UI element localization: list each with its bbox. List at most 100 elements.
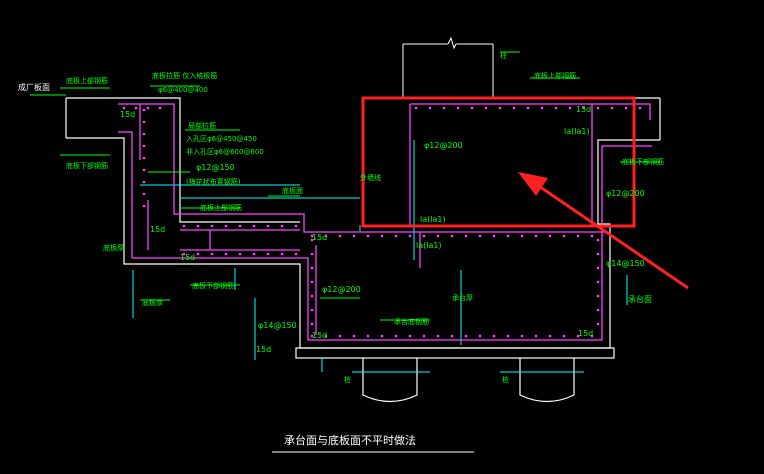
rebar-dot — [596, 308, 600, 312]
rebar-dot — [596, 322, 600, 326]
rebar-dot — [498, 106, 502, 110]
rebar-dot — [534, 234, 538, 238]
label-pile-right: 桩 — [502, 375, 509, 384]
rebar-dot — [492, 234, 496, 238]
rebar-dot — [122, 106, 126, 110]
rebar-dot — [338, 234, 342, 238]
rebar-dot — [638, 106, 642, 110]
rebar-dot — [408, 334, 412, 338]
rebar-dot — [470, 106, 474, 110]
label-pile-left: 桩 — [344, 375, 351, 384]
rebar-dot — [450, 334, 454, 338]
drawing-title: 承台面与底板面不平时做法 — [284, 433, 416, 447]
label-bottom-rebar-mid: 底板下部钢筋 — [192, 281, 234, 290]
rebar-dot — [562, 334, 566, 338]
rebar-dot — [582, 106, 586, 110]
highlight — [361, 96, 689, 290]
rebar-dot — [238, 224, 242, 228]
rebar-dot — [422, 234, 426, 238]
rebar-dot — [182, 224, 186, 228]
rebar-dot — [252, 224, 256, 228]
arrow-head — [518, 172, 548, 196]
label-phi12-200-a: φ12@200 — [322, 285, 361, 294]
rebar-dot — [436, 334, 440, 338]
label-phi14-150-a: φ14@150 — [258, 321, 297, 330]
rebar-dot — [492, 334, 496, 338]
rebar-dot — [540, 106, 544, 110]
rebar-dot — [224, 224, 228, 228]
rebar-dot — [596, 266, 600, 270]
label-la-2: la(la1) — [416, 241, 442, 250]
label-la-3: la(la1) — [564, 127, 590, 136]
label-bottom-rebar-left: 底板下部钢筋 — [66, 161, 108, 170]
label-top-rebar-left: 底板上部钢筋 — [66, 76, 108, 85]
rebar-dot — [450, 234, 454, 238]
rebar-dot — [310, 266, 314, 270]
label-d15-8: 15d — [576, 105, 591, 114]
rebar-dot — [182, 252, 186, 256]
label-cap-thickness: 承台厚 — [452, 293, 473, 302]
rebar-dot — [422, 334, 426, 338]
rebar-dot — [324, 234, 328, 238]
rebar-dot — [310, 238, 314, 242]
rebar-dot — [484, 106, 488, 110]
rebar-dot — [366, 334, 370, 338]
label-stirrup-1: 入孔区φ6@450@450 — [186, 135, 257, 143]
rebar-dot — [428, 106, 432, 110]
label-cap-bottom-rebar: 承台底钢筋 — [394, 317, 429, 326]
rebar-dot — [548, 334, 552, 338]
label-col: 柱 — [500, 51, 507, 60]
rebar-dot — [210, 252, 214, 256]
rebar-dot — [142, 192, 146, 196]
rebar-dot — [548, 234, 552, 238]
label-cap-top: 承台面 — [628, 294, 652, 304]
column-outline — [402, 36, 494, 98]
label-wall-note: 外墙线 — [360, 173, 381, 182]
rebar-dot — [596, 252, 600, 256]
rebar-dot — [394, 334, 398, 338]
rebar-dot — [142, 156, 146, 160]
rebar-dot — [596, 238, 600, 242]
label-d15-5: 15d — [312, 233, 327, 242]
rebar-dot — [338, 334, 342, 338]
rebar-dot — [310, 252, 314, 256]
label-distribution: 底板拉筋 仅入格板筋 — [152, 71, 217, 80]
rebar-dot — [352, 334, 356, 338]
label-d15-3: 15d — [180, 253, 195, 262]
label-d15-2: 15d — [150, 225, 165, 234]
rebar-dots — [122, 106, 642, 338]
label-d15-4: 15d — [256, 345, 271, 354]
rebar-dot — [520, 334, 524, 338]
label-stirrup-2: 非入孔区φ6@600@600 — [186, 147, 264, 156]
label-d15-6: 15d — [312, 331, 327, 340]
rebar-lines — [118, 103, 652, 341]
rebar-dot — [534, 334, 538, 338]
rebar-dot — [310, 234, 314, 238]
label-board-thickness: 底板厚 — [142, 298, 163, 307]
rebar-dot — [408, 234, 412, 238]
rebar-dot — [478, 234, 482, 238]
rebar-dot — [610, 106, 614, 110]
rebar-dot — [238, 252, 242, 256]
rebar-dot — [366, 234, 370, 238]
rebar-dot — [142, 132, 146, 136]
rebar-dot — [596, 294, 600, 298]
label-offset-note: 成厂板面 — [18, 82, 50, 92]
label-phi12-200-c: φ12@200 — [606, 189, 645, 198]
rebar-dot — [512, 106, 516, 110]
label-phi12-200-b: φ12@200 — [424, 141, 463, 150]
rebar-dot — [562, 234, 566, 238]
label-phi12-150: φ12@150 — [196, 163, 235, 172]
label-level-line: 底板面 — [282, 186, 303, 195]
rebar-dot — [280, 224, 284, 228]
rebar-dot — [380, 234, 384, 238]
rebar-dot — [252, 252, 256, 256]
rebar-dot — [590, 334, 594, 338]
rebar-dot — [310, 280, 314, 284]
label-la-1: la(la1) — [420, 215, 446, 224]
rebar-dot — [142, 204, 146, 208]
rebar-dot — [142, 168, 146, 172]
labels: 成厂板面 底板上部钢筋 底板拉筋 仅入格板筋 φ6@400@400 15d 底板… — [18, 51, 664, 447]
